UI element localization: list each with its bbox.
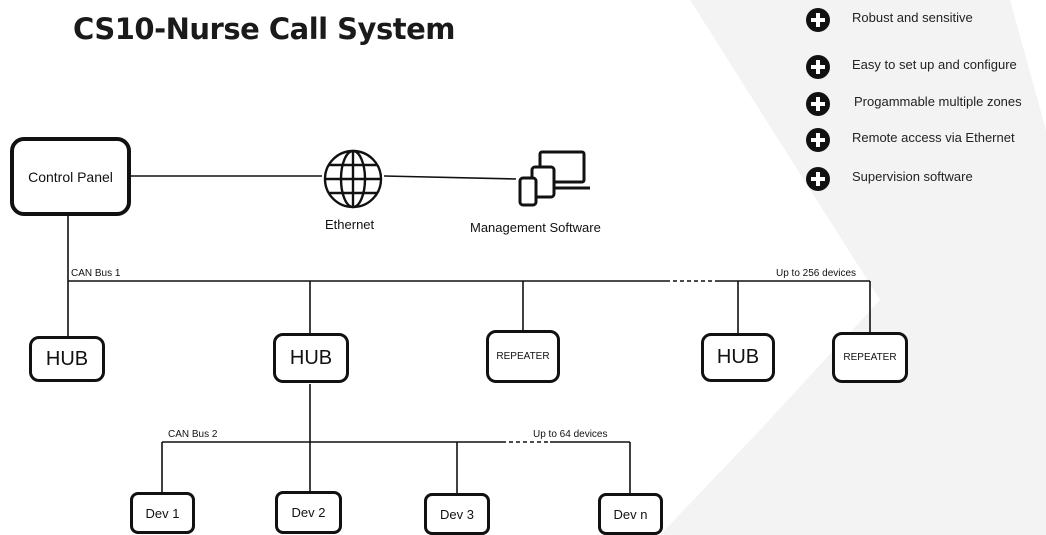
hub-node: HUB [701,333,775,382]
hub-label: HUB [45,347,89,370]
repeater-label: REPEATER [496,351,550,362]
control-panel-node: Control Panel [10,137,131,216]
device-label: Dev 1 [145,505,180,521]
feature-label: Remote access via Ethernet [852,130,1015,145]
repeater-node: REPEATER [486,330,560,383]
repeater-node: REPEATER [832,332,908,383]
ethernet-link [383,175,517,180]
hub-label: HUB [289,346,333,369]
device-node: Dev 3 [424,493,490,535]
plus-circle-icon [806,167,830,191]
plus-circle-icon [806,55,830,79]
can-bus-2-limit-label: Up to 64 devices [533,429,608,440]
can-bus-2-label: CAN Bus 2 [168,429,218,440]
device-node: Dev 2 [275,491,342,534]
hub-node: HUB [29,336,105,382]
plus-circle-icon [806,128,830,152]
feature-label: Easy to set up and configure [852,57,1017,72]
can-bus-1-label: CAN Bus 1 [71,268,121,279]
ethernet-label: Ethernet [325,217,375,232]
device-label: Dev n [613,506,648,522]
control-panel-label: Control Panel [28,168,113,185]
plus-circle-icon [806,92,830,116]
feature-label: Supervision software [852,169,973,184]
device-label: Dev 3 [440,506,474,522]
repeater-label: REPEATER [843,352,897,363]
hub-label: HUB [716,346,760,368]
page-title: CS10-Nurse Call System [73,12,455,46]
hub-node: HUB [273,333,349,383]
globe-icon [323,149,383,209]
device-label: Dev 2 [291,505,326,520]
devices-icon [518,150,590,207]
plus-circle-icon [806,8,830,32]
feature-label: Robust and sensitive [852,10,973,25]
device-node: Dev n [598,493,663,535]
management-software-label: Management Software [470,220,601,235]
feature-label: Progammable multiple zones [854,94,1022,109]
can-bus-1-limit-label: Up to 256 devices [776,268,857,279]
device-node: Dev 1 [130,492,195,534]
